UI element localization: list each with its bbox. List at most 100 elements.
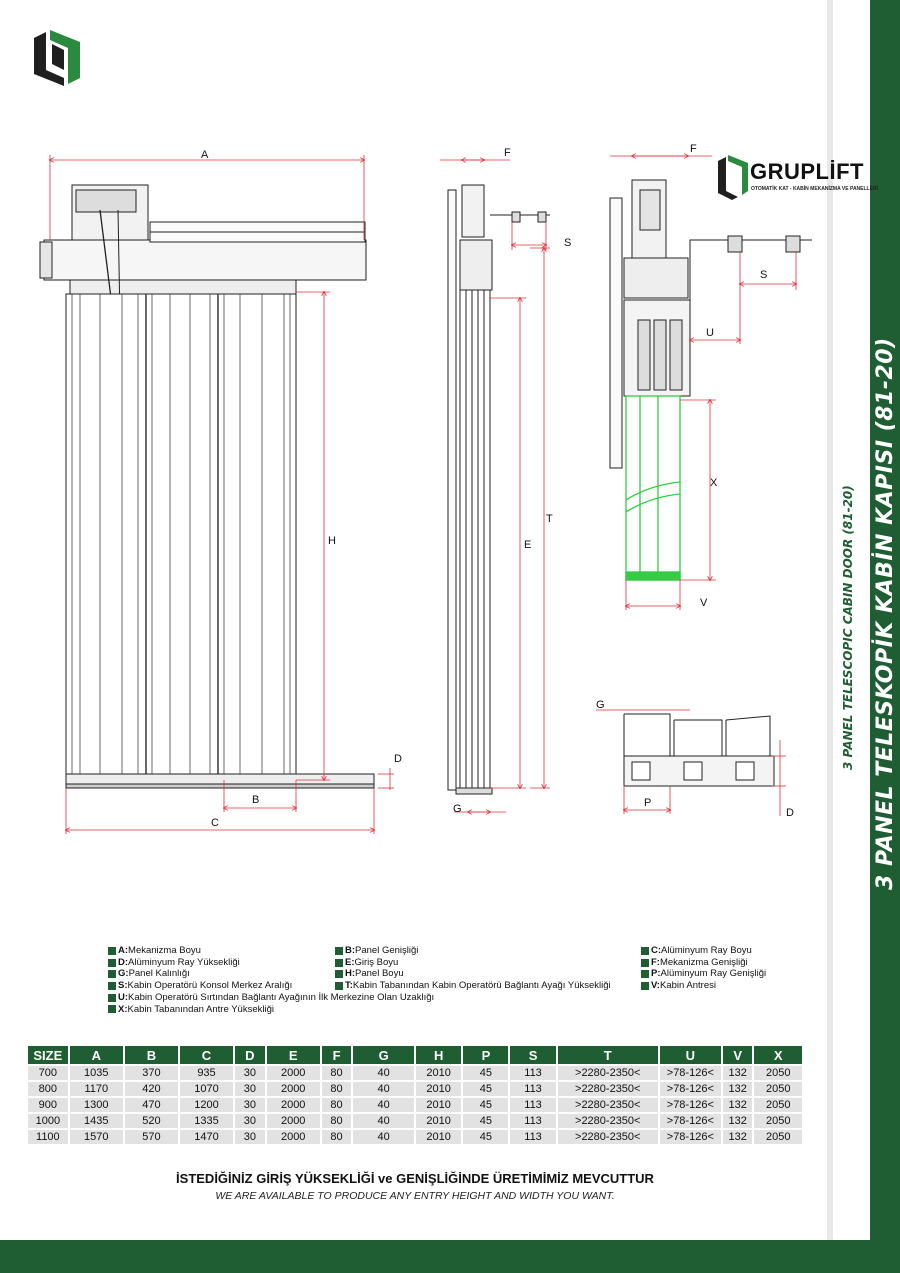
table-cell: 2010 <box>415 1098 462 1112</box>
table-cell: 2050 <box>754 1098 802 1112</box>
table-cell: >2280-2350< <box>557 1130 658 1144</box>
table-cell: 45 <box>463 1082 509 1096</box>
dim-label-v: V <box>700 597 708 609</box>
table-header-cell: G <box>353 1046 414 1064</box>
table-cell: 132 <box>722 1114 753 1128</box>
rail-detail <box>623 713 775 787</box>
table-cell: >78-126< <box>659 1098 721 1112</box>
table-cell: 370 <box>124 1066 178 1080</box>
table-cell: 2000 <box>266 1082 320 1096</box>
side-title-en: 3 PANEL TELESCOPIC CABIN DOOR (81-20) <box>841 485 855 770</box>
table-cell: 1100 <box>28 1130 68 1144</box>
table-cell: 1300 <box>69 1098 123 1112</box>
table-header-cell: E <box>266 1046 320 1064</box>
table-cell: 2000 <box>266 1130 320 1144</box>
dim-label-d-rail: D <box>786 807 794 819</box>
table-cell: 80 <box>321 1098 352 1112</box>
dim-label-d: D <box>394 753 402 765</box>
table-cell: 40 <box>353 1066 414 1080</box>
table-cell: 2050 <box>754 1066 802 1080</box>
table-cell: >2280-2350< <box>557 1066 658 1080</box>
legend-item: S:Kabin Operatörü Konsol Merkez Aralığı <box>108 980 434 992</box>
table-cell: 40 <box>353 1130 414 1144</box>
production-note-tr: İSTEDİĞİNİZ GİRİŞ YÜKSEKLİĞİ ve GENİŞLİĞ… <box>176 1171 654 1186</box>
detail-dimensions <box>610 156 796 610</box>
table-cell: 520 <box>124 1114 178 1128</box>
front-view <box>39 184 375 789</box>
table-cell: 1035 <box>69 1066 123 1080</box>
table-cell: 2000 <box>266 1114 320 1128</box>
table-cell: 80 <box>321 1130 352 1144</box>
brand-tagline: OTOMATİK KAT - KABİN MEKANİZMA VE PANELL… <box>751 186 878 192</box>
table-cell: 470 <box>124 1098 178 1112</box>
table-cell: 2050 <box>754 1130 802 1144</box>
side-title-band <box>870 0 900 1273</box>
table-cell: 1070 <box>179 1082 234 1096</box>
dim-label-p: P <box>644 797 651 809</box>
brand-name: GRUPLİFT <box>750 159 864 184</box>
table-cell: 1470 <box>179 1130 234 1144</box>
table-cell: 113 <box>510 1098 556 1112</box>
legend-item: H:Panel Boyu <box>335 968 611 980</box>
table-cell: 30 <box>235 1130 265 1144</box>
legend-item: B:Panel Genişliği <box>335 945 611 957</box>
legend-item: X:Kabin Tabanından Antre Yüksekliği <box>108 1004 434 1016</box>
legend-item: A:Mekanizma Boyu <box>108 945 434 957</box>
company-logo-mark <box>34 30 80 86</box>
dim-label-t: T <box>546 513 553 525</box>
table-cell: 80 <box>321 1066 352 1080</box>
dim-label-e: E <box>524 539 531 551</box>
table-header-cell: B <box>124 1046 178 1064</box>
table-cell: 40 <box>353 1114 414 1128</box>
table-cell: 700 <box>28 1066 68 1080</box>
legend-item: C:Alüminyum Ray Boyu <box>641 945 766 957</box>
table-cell: 30 <box>235 1098 265 1112</box>
table-header-cell: D <box>235 1046 265 1064</box>
table-header-cell: C <box>179 1046 234 1064</box>
table-cell: 132 <box>722 1130 753 1144</box>
table-cell: >2280-2350< <box>557 1098 658 1112</box>
dim-label-f-detail: F <box>690 143 697 155</box>
dim-label-s-detail: S <box>760 269 767 281</box>
table-cell: 1170 <box>69 1082 123 1096</box>
table-cell: 2010 <box>415 1082 462 1096</box>
legend-item: V:Kabin Antresi <box>641 980 766 992</box>
detail-panels <box>625 395 681 581</box>
table-cell: 40 <box>353 1082 414 1096</box>
table-cell: 935 <box>179 1066 234 1080</box>
table-cell: 2000 <box>266 1098 320 1112</box>
table-cell: 30 <box>235 1114 265 1128</box>
legend-col-1: A:Mekanizma Boyu D:Alüminyum Ray Yüksekl… <box>108 945 434 1015</box>
production-note-en: WE ARE AVAILABLE TO PRODUCE ANY ENTRY HE… <box>215 1190 615 1202</box>
legend-item: G:Panel Kalınlığı <box>108 968 434 980</box>
table-cell: 1435 <box>69 1114 123 1128</box>
table-cell: 1335 <box>179 1114 234 1128</box>
table-cell: 45 <box>463 1114 509 1128</box>
table-cell: 132 <box>722 1082 753 1096</box>
table-header-cell: A <box>69 1046 123 1064</box>
table-header-cell: S <box>510 1046 556 1064</box>
table-cell: 800 <box>28 1082 68 1096</box>
table-cell: 40 <box>353 1098 414 1112</box>
legend-item: T:Kabin Tabanından Kabin Operatörü Bağla… <box>335 980 611 992</box>
table-cell: 80 <box>321 1082 352 1096</box>
table-cell: 113 <box>510 1082 556 1096</box>
side-band-edge <box>827 0 833 1273</box>
table-cell: 2010 <box>415 1066 462 1080</box>
table-cell: 45 <box>463 1130 509 1144</box>
legend-item: U:Kabin Operatörü Sırtından Bağlantı Aya… <box>108 992 434 1004</box>
dim-label-s-side: S <box>564 237 571 249</box>
dim-label-x: X <box>710 477 718 489</box>
table-cell: >78-126< <box>659 1066 721 1080</box>
legend-item: D:Alüminyum Ray Yüksekliği <box>108 957 434 969</box>
dim-label-u: U <box>706 327 714 339</box>
side-title-tr: 3 PANEL TELESKOPİK KABİN KAPISI (81-20) <box>873 337 898 890</box>
table-cell: 80 <box>321 1114 352 1128</box>
table-header-cell: SIZE <box>28 1046 68 1064</box>
table-cell: 132 <box>722 1098 753 1112</box>
